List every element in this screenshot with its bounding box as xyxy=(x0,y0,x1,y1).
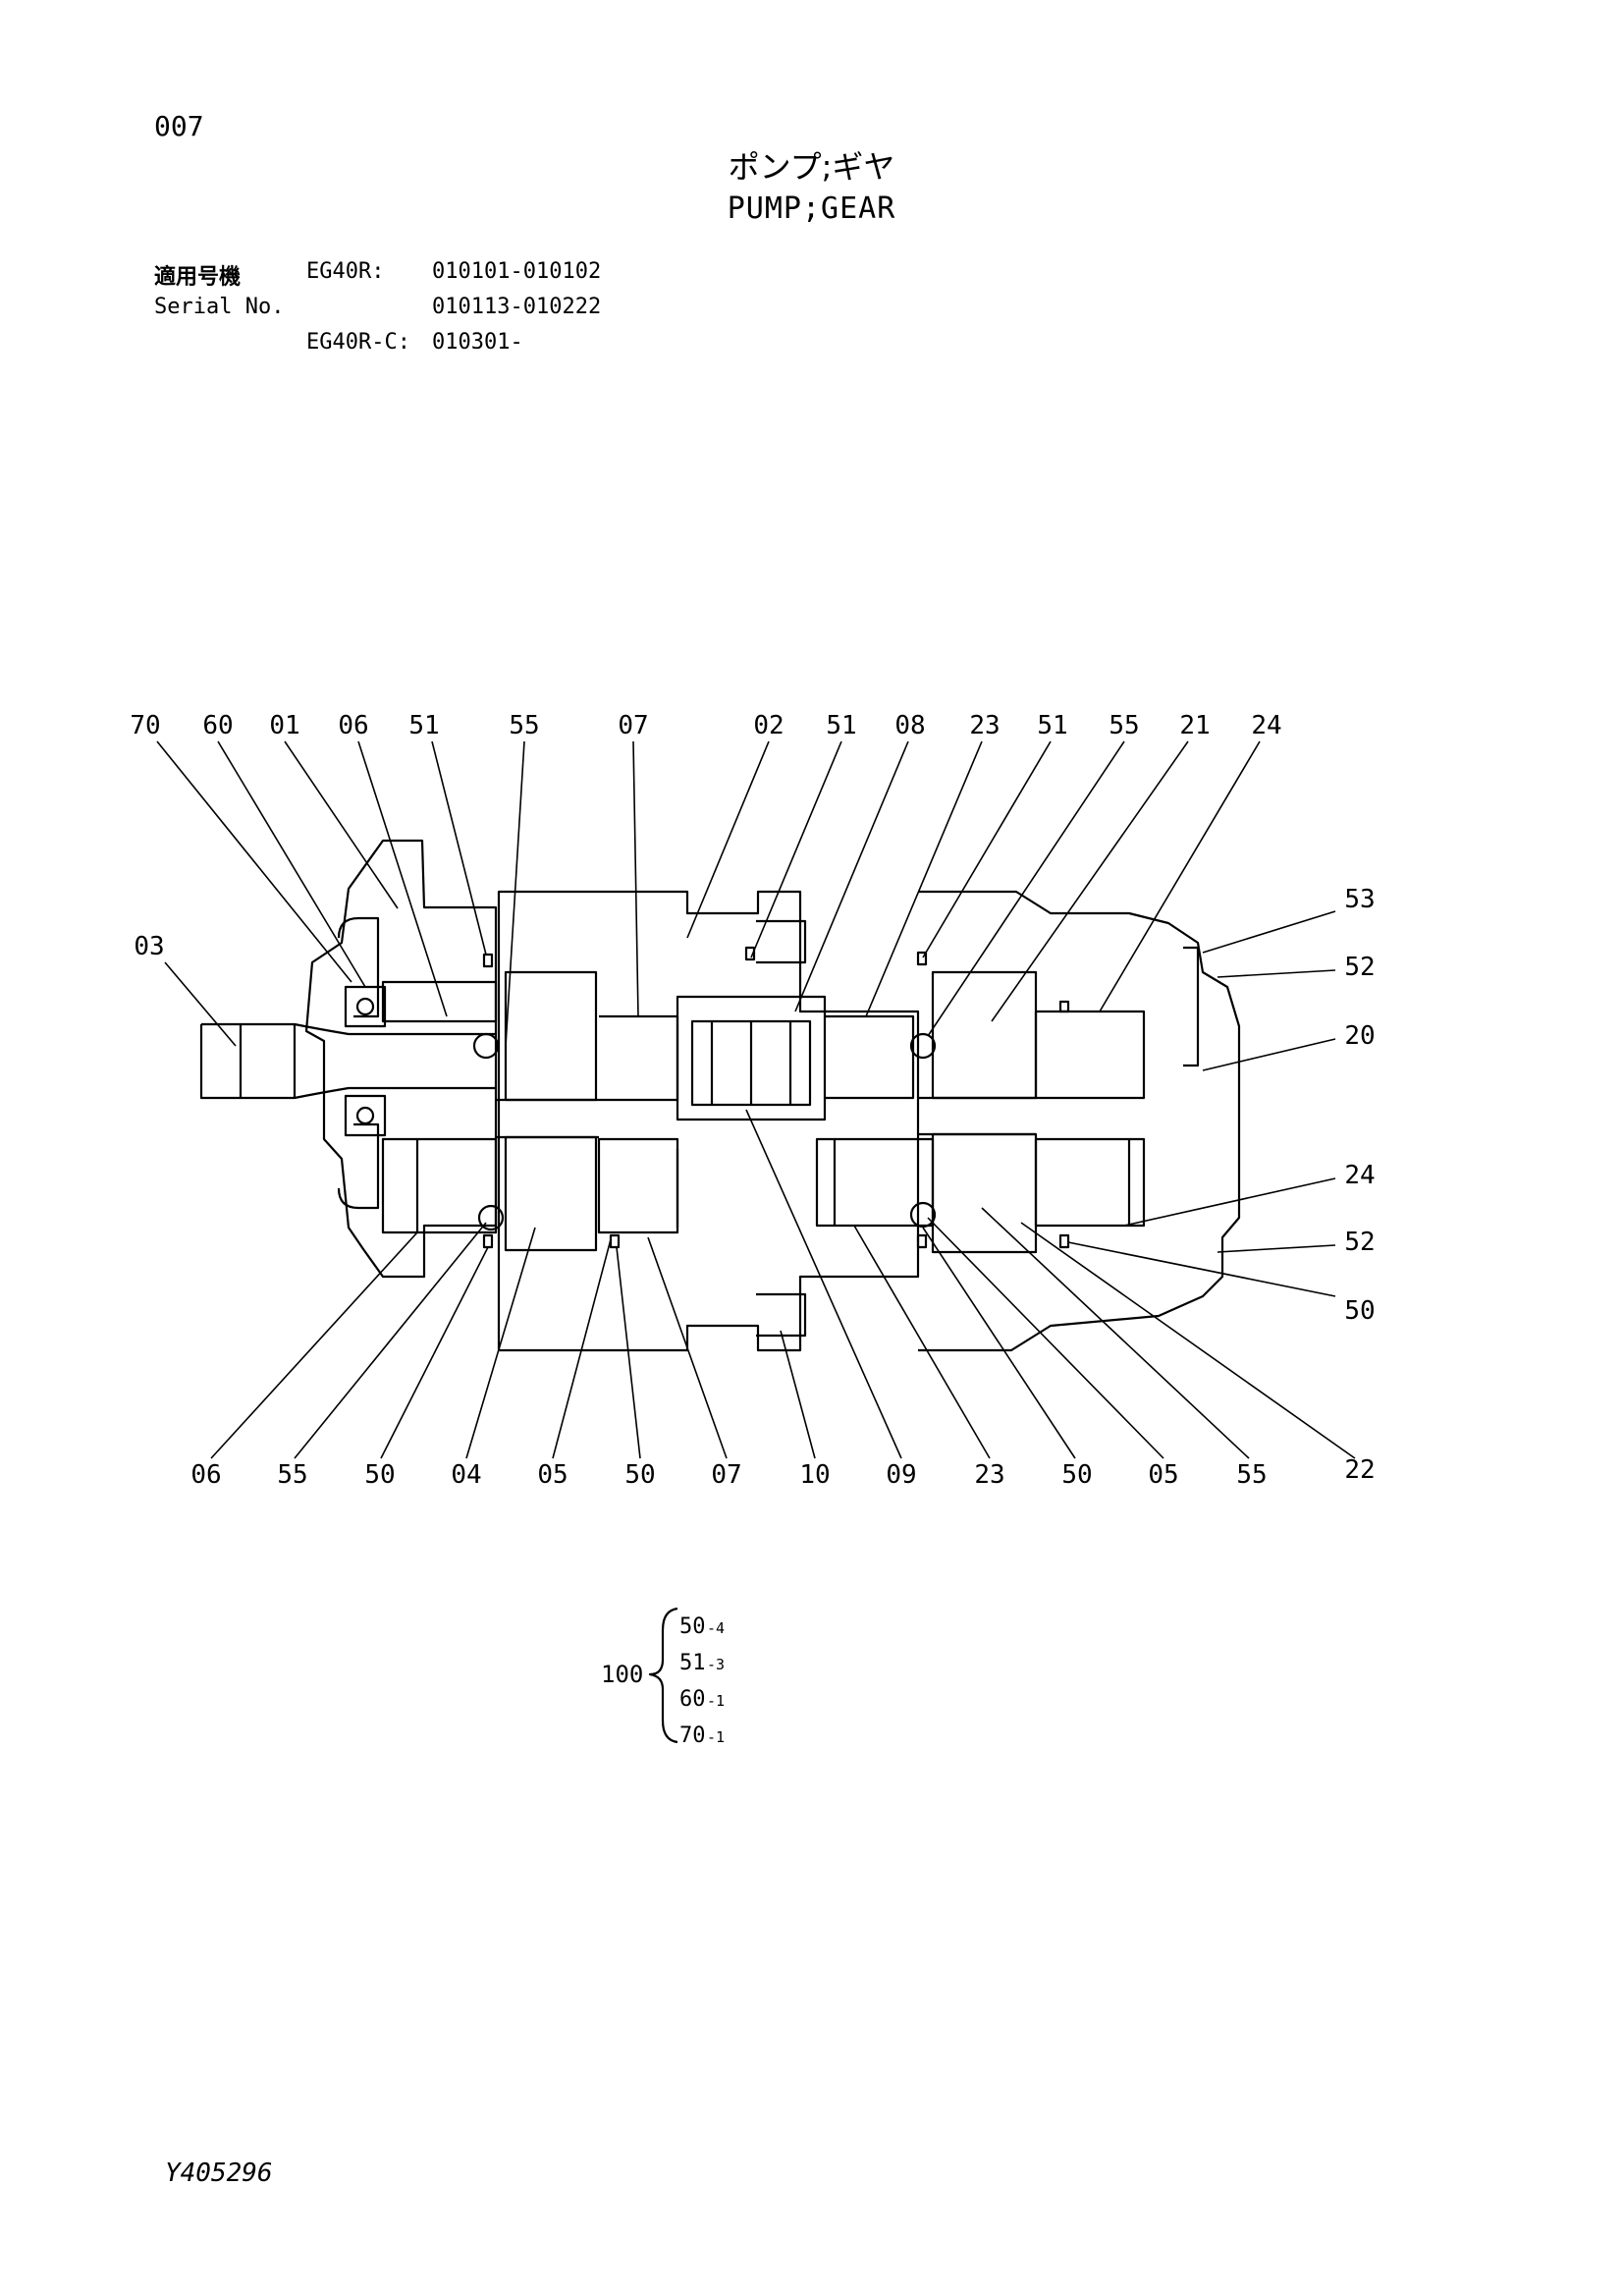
title-japanese: ポンプ;ギヤ xyxy=(728,148,895,186)
callout-label: 06 xyxy=(190,1460,221,1490)
callout-labels-bottom: 06 55 50 04 05 50 07 10 09 23 50 05 55 2… xyxy=(190,1455,1375,1490)
callout-label: 04 xyxy=(451,1460,481,1490)
repair-kit: 100 50 -4 51 -3 60 -1 70 -1 xyxy=(601,1614,725,1748)
front-bushing xyxy=(381,980,498,1023)
seal xyxy=(1058,1233,1070,1249)
callout-label: 08 xyxy=(894,711,925,740)
callout-labels-right: 53 52 20 24 52 50 xyxy=(1344,885,1375,1326)
page-number: 007 xyxy=(154,110,204,142)
front-housing-pocket xyxy=(337,1122,380,1210)
kit-item-part: 60 xyxy=(679,1687,706,1712)
serial-label-jp: 適用号機 xyxy=(154,265,242,290)
driven-shaft-front xyxy=(599,1014,679,1102)
callout-labels-left: 03 xyxy=(134,932,164,961)
seal xyxy=(916,951,928,966)
front-bushing xyxy=(381,1137,498,1234)
callout-label: 53 xyxy=(1344,885,1375,914)
seal xyxy=(482,953,494,968)
o-ring xyxy=(477,1204,505,1231)
callout-label: 51 xyxy=(826,711,856,740)
front-housing-outline xyxy=(304,839,498,1279)
kit-item-qty: -3 xyxy=(707,1656,725,1673)
center-body-slot xyxy=(756,1292,807,1338)
o-ring xyxy=(909,1201,937,1229)
kit-item-qty: -1 xyxy=(707,1728,725,1746)
front-driven-gear xyxy=(504,1135,598,1252)
serial-model: EG40R: xyxy=(306,259,385,284)
drawing-number: Y405296 xyxy=(165,2159,273,2188)
o-ring xyxy=(472,1032,500,1060)
serial-range: 010113-010222 xyxy=(432,295,602,319)
rear-bushing xyxy=(1034,1137,1146,1228)
callout-label: 22 xyxy=(1344,1455,1375,1485)
callout-label: 55 xyxy=(1109,711,1139,740)
rear-shaft xyxy=(825,1014,915,1100)
o-ring xyxy=(909,1032,937,1060)
callout-label: 55 xyxy=(277,1460,307,1490)
callout-label: 09 xyxy=(886,1460,916,1490)
callout-label: 05 xyxy=(1148,1460,1178,1490)
callout-label: 24 xyxy=(1344,1161,1375,1190)
kit-item-part: 70 xyxy=(679,1723,706,1748)
callout-label: 50 xyxy=(1344,1296,1375,1326)
callout-label: 05 xyxy=(537,1460,568,1490)
callout-label: 51 xyxy=(408,711,439,740)
rear-bushing xyxy=(1034,1010,1146,1100)
callout-label: 07 xyxy=(711,1460,741,1490)
callout-label: 50 xyxy=(624,1460,655,1490)
callout-label: 51 xyxy=(1037,711,1067,740)
callout-label: 23 xyxy=(969,711,1000,740)
callout-label: 21 xyxy=(1179,711,1210,740)
callout-label: 20 xyxy=(1344,1021,1375,1051)
rear-housing-outline xyxy=(918,890,1241,1352)
seal xyxy=(1058,1000,1070,1013)
serial-range: 010101-010102 xyxy=(432,259,602,284)
callout-label: 55 xyxy=(1236,1460,1267,1490)
callout-label: 06 xyxy=(338,711,368,740)
rear-housing-boss xyxy=(1183,946,1200,1067)
seal xyxy=(609,1233,621,1249)
callout-label: 07 xyxy=(618,711,648,740)
kit-item-qty: -4 xyxy=(707,1619,725,1637)
callout-label: 23 xyxy=(974,1460,1004,1490)
kit-number: 100 xyxy=(601,1661,643,1688)
serial-label-en: Serial No. xyxy=(154,295,285,319)
front-housing-pocket xyxy=(337,916,380,1018)
seal xyxy=(744,946,756,961)
seal xyxy=(482,1233,494,1249)
rear-driven-gear xyxy=(931,1132,1038,1254)
serial-model: EG40R-C: xyxy=(306,330,410,355)
title-english: PUMP;GEAR xyxy=(727,191,896,226)
center-body-slot xyxy=(756,919,807,964)
callout-labels-top: 70 60 01 06 51 55 07 02 51 08 23 51 55 2… xyxy=(130,711,1281,740)
seal xyxy=(916,1233,928,1249)
rear-bushing xyxy=(815,1137,935,1228)
callout-label: 01 xyxy=(269,711,299,740)
callout-label: 60 xyxy=(202,711,233,740)
kit-item-part: 51 xyxy=(679,1651,706,1675)
front-bushing-rear xyxy=(597,1137,679,1234)
callout-label: 70 xyxy=(130,711,160,740)
callout-label: 55 xyxy=(509,711,539,740)
kit-item-qty: -1 xyxy=(707,1692,725,1710)
front-drive-gear xyxy=(504,970,598,1102)
serial-range: 010301- xyxy=(432,330,523,355)
input-shaft xyxy=(199,1022,496,1100)
oil-seal xyxy=(344,1094,387,1137)
callout-label: 50 xyxy=(364,1460,395,1490)
center-body-outline xyxy=(497,890,920,1352)
callout-label: 52 xyxy=(1344,1228,1375,1257)
kit-brace xyxy=(648,1607,678,1744)
callout-label: 02 xyxy=(753,711,784,740)
callout-label: 52 xyxy=(1344,953,1375,982)
callout-label: 24 xyxy=(1251,711,1281,740)
rear-drive-gear xyxy=(931,970,1038,1100)
callout-label: 10 xyxy=(799,1460,830,1490)
kit-item-part: 50 xyxy=(679,1614,706,1639)
callout-label: 50 xyxy=(1061,1460,1092,1490)
callout-label: 03 xyxy=(134,932,164,961)
